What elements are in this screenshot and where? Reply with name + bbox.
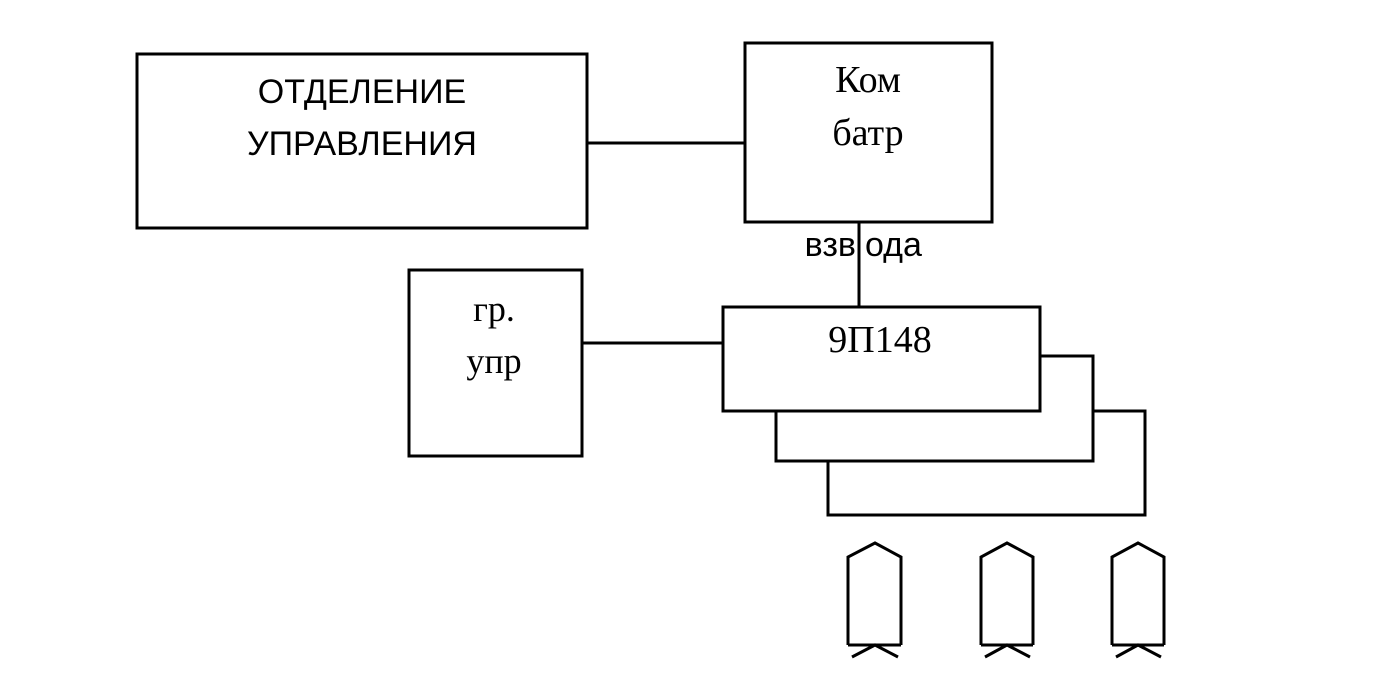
battery-commander-box <box>743 41 994 224</box>
vehicle-box-front <box>721 305 1042 413</box>
platoons-label: взв ода <box>805 226 922 264</box>
control-section-block: ОТДЕЛЕНИЕ УПРАВЛЕНИЯ <box>135 52 589 230</box>
missile-icons <box>846 541 1166 659</box>
group-control-block: гр. упр <box>407 268 584 458</box>
group-control-line2: упр <box>466 341 521 381</box>
group-control-line1: гр. <box>473 289 515 329</box>
battery-commander-block: Ком батр <box>743 41 994 224</box>
platoons-label-right: ода <box>865 226 922 264</box>
missile-icon <box>846 541 903 659</box>
group-control-box <box>407 268 584 458</box>
battery-commander-line1: Ком <box>835 59 901 101</box>
platoons-label-left: взв <box>805 226 856 264</box>
battery-commander-line2: батр <box>832 112 903 154</box>
control-section-line2: УПРАВЛЕНИЯ <box>247 125 477 163</box>
vehicle-label: 9П148 <box>828 319 931 361</box>
control-section-line1: ОТДЕЛЕНИЕ <box>258 73 466 111</box>
control-section-box <box>135 52 589 230</box>
vehicle-stack: 9П148 <box>721 305 1147 517</box>
missile-icon <box>979 541 1035 659</box>
missile-icon <box>1110 541 1166 659</box>
